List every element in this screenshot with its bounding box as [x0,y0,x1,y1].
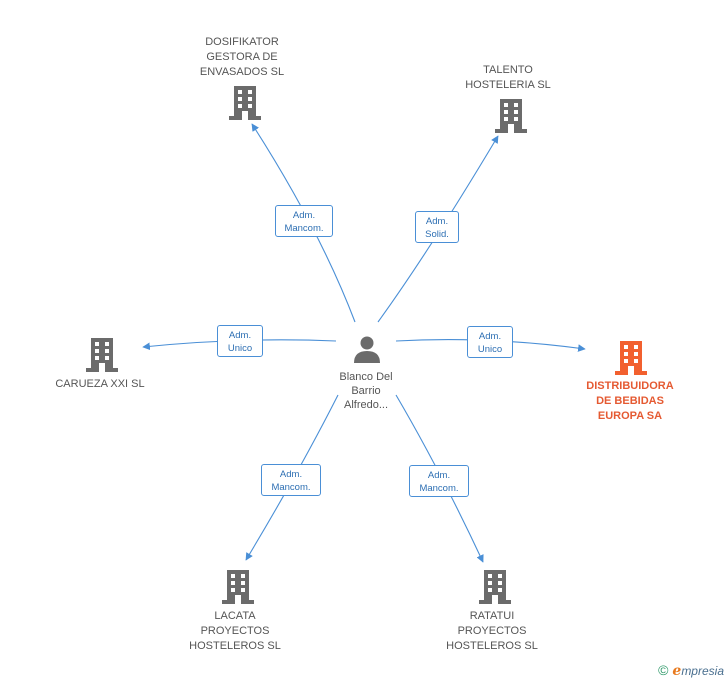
company-label-carueza[interactable]: CARUEZA XXI SL [55,378,145,390]
company-label-ratatui[interactable]: RATATUI PROYECTOS HOSTELEROS SL [446,610,538,652]
building-icon[interactable] [229,86,261,120]
brand-name: mpresia [681,664,724,678]
relation-label-lacata: Adm. Mancom. [261,464,321,496]
center-person-name[interactable]: Blanco Del Barrio Alfredo... [339,371,393,411]
brand-e: e [672,663,682,679]
company-label-dosifikator[interactable]: DOSIFIKATOR GESTORA DE ENVASADOS SL [199,36,285,78]
brand-logo: ©empresia [658,662,724,679]
relation-label-dosifikator: Adm. Mancom. [275,205,333,237]
relation-label-distribuidora: Adm. Unico [467,326,513,358]
company-label-distribuidora[interactable]: DISTRIBUIDORA DE BEBIDAS EUROPA SA [586,380,674,422]
building-icon[interactable] [479,570,511,604]
building-icon-highlight[interactable] [615,341,647,375]
company-label-lacata[interactable]: LACATA PROYECTOS HOSTELEROS SL [189,610,281,652]
building-icon[interactable] [495,99,527,133]
copyright-symbol: © [658,662,669,678]
building-icon[interactable] [86,338,118,372]
relation-label-ratatui: Adm. Mancom. [409,465,469,497]
relation-label-talento: Adm. Solid. [415,211,459,243]
relation-label-carueza: Adm. Unico [217,325,263,357]
building-icon[interactable] [222,570,254,604]
person-icon [354,336,380,363]
company-label-talento[interactable]: TALENTO HOSTELERIA SL [465,64,551,91]
